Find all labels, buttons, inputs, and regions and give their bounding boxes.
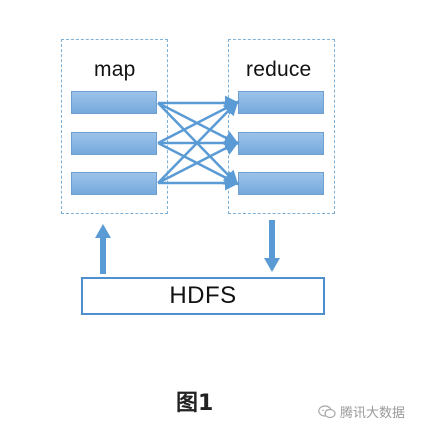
watermark-text: 腾讯大数据	[340, 406, 406, 421]
reduce-title: reduce	[246, 58, 312, 81]
map-group	[61, 39, 168, 214]
shuffle-arrow	[157, 141, 240, 185]
shuffle-arrows	[157, 95, 240, 191]
hdfs-box: HDFS	[81, 277, 325, 315]
map-task-bar	[71, 91, 157, 114]
reduce-group	[228, 39, 335, 214]
input-arrow-up	[95, 224, 111, 274]
map-task-bar	[71, 132, 157, 155]
output-arrow-down	[264, 220, 280, 272]
wechat-icon	[318, 404, 336, 418]
map-task-bar	[71, 172, 157, 195]
shuffle-arrow	[157, 100, 239, 184]
figure-caption: 图1	[176, 391, 214, 416]
watermark: 腾讯大数据	[318, 402, 405, 421]
hdfs-label: HDFS	[169, 282, 237, 309]
map-title: map	[94, 58, 136, 81]
